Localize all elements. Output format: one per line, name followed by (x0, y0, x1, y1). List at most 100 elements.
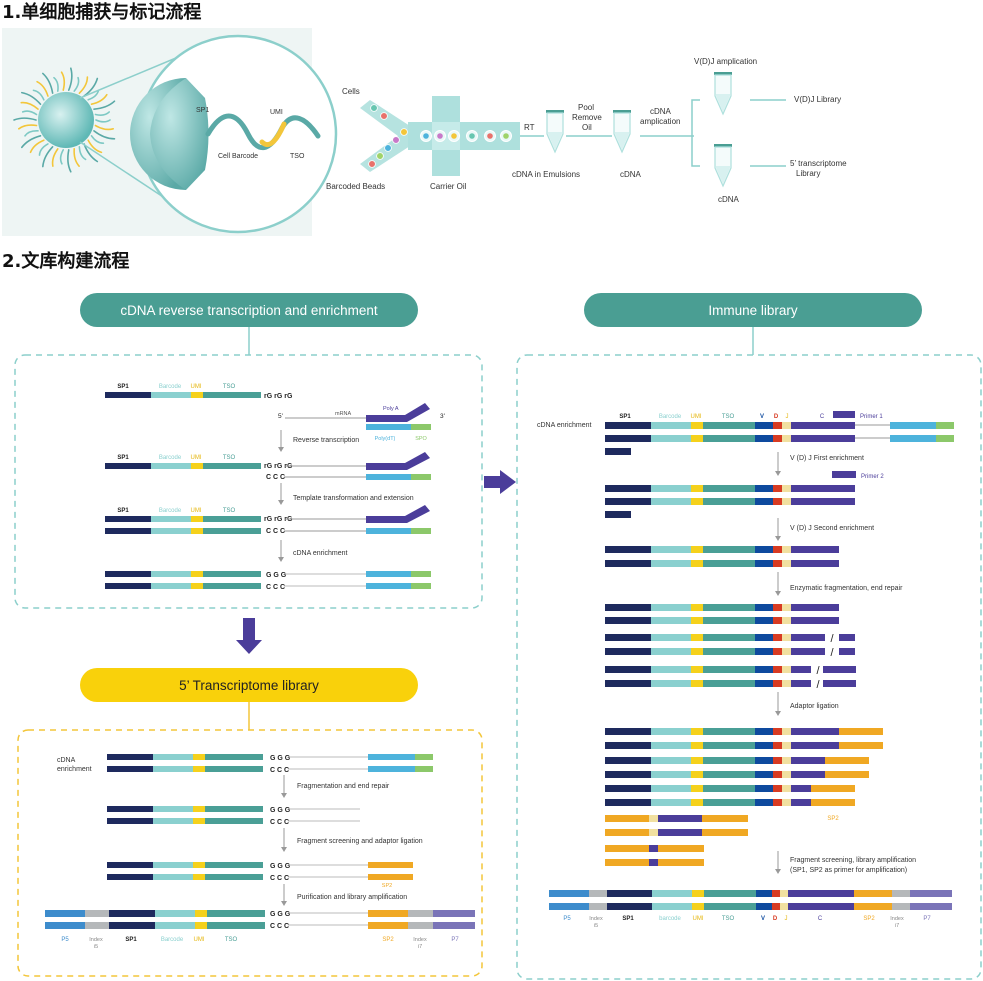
tso-segment (203, 528, 261, 534)
j-segment (782, 757, 791, 764)
index-i5-segment (85, 910, 109, 917)
rg-label: rG rG rG (264, 516, 293, 523)
cells-label: Cells (342, 87, 360, 96)
c-label: C (820, 414, 825, 420)
p7-segment (910, 903, 952, 910)
sp1-segment (105, 528, 151, 534)
umi-segment (193, 862, 205, 868)
c-segment (658, 829, 702, 836)
polydt-label: Poly(dT) (375, 436, 396, 442)
cdna-bottom-label: cDNA (718, 195, 740, 204)
antenna (36, 80, 49, 97)
amplication-label: amplication (640, 117, 680, 126)
c-segment (791, 648, 825, 655)
barcode-segment (651, 648, 691, 655)
index-i7-segment (408, 922, 433, 929)
j-segment (782, 617, 791, 624)
umi-segment (191, 463, 203, 469)
j-segment (782, 634, 791, 641)
d-label: D (774, 414, 779, 420)
sp1-label: SP1 (196, 107, 209, 114)
sp2-segment (605, 829, 649, 836)
barcode-segment (153, 862, 193, 868)
p5-segment (549, 890, 589, 897)
j-label: J (785, 916, 788, 922)
spo-segment (411, 583, 431, 589)
sp2-segment (811, 785, 855, 792)
v-segment (755, 485, 773, 492)
step-label: Enzymatic fragmentation, end repair (790, 585, 903, 592)
step-label: V (D) J First enrichment (790, 455, 864, 462)
v-segment (755, 634, 773, 641)
blue-segment (890, 435, 936, 442)
antenna (24, 130, 39, 137)
tso-segment (703, 742, 755, 749)
sp2-segment (839, 742, 883, 749)
right-header-pill (584, 293, 922, 327)
umi-segment (691, 785, 703, 792)
sp1-segment (107, 874, 153, 880)
sp1-segment (107, 754, 153, 760)
d-segment (773, 498, 782, 505)
step-label: Reverse transcription (293, 437, 359, 444)
tube-cap (714, 144, 732, 147)
antenna (42, 146, 54, 168)
p7-segment (433, 922, 475, 929)
umi-segment (195, 922, 207, 929)
index-i7-segment (892, 903, 910, 910)
c-segment (791, 799, 811, 806)
mid-header: 5’ Transcriptome library (179, 678, 319, 693)
spo-segment (411, 474, 431, 480)
umi-segment (193, 754, 205, 760)
barcode-segment (651, 435, 691, 442)
tso-label: TSO (722, 916, 735, 922)
v-segment (755, 785, 773, 792)
c-fragment (823, 666, 856, 673)
umi-segment (691, 617, 703, 624)
d-segment (773, 742, 782, 749)
sp2-segment (825, 771, 869, 778)
polydt-segment (366, 583, 411, 589)
barcode-segment (153, 806, 193, 812)
tso-segment (703, 666, 755, 673)
left-panel (14, 354, 483, 609)
barcode-segment (153, 874, 193, 880)
barcode-segment (151, 583, 191, 589)
umi-segment (691, 604, 703, 611)
umi-label: UMI (191, 384, 202, 390)
tube-liquid (615, 132, 629, 150)
j-segment (782, 560, 791, 567)
tso-segment (703, 648, 755, 655)
j-segment (782, 728, 791, 735)
index-i5-segment (589, 903, 607, 910)
p7-segment (433, 910, 475, 917)
right-header: Immune library (708, 303, 798, 318)
c-fragment (839, 648, 855, 655)
sp2-segment (702, 815, 748, 822)
step-label: Purification and library amplification (297, 894, 407, 901)
right-arrow (484, 470, 516, 494)
barcode-label: Barcode (159, 384, 182, 390)
v-segment (755, 435, 773, 442)
antenna (95, 119, 111, 123)
tube-liquid (548, 132, 562, 150)
v-segment (755, 617, 773, 624)
section1-title: 1.单细胞捕获与标记流程 (2, 1, 201, 23)
vdj-amp-label: V(D)J amplication (694, 57, 757, 66)
tube-liquid (716, 94, 730, 112)
ccc-label: C C C (270, 767, 289, 774)
tso-label: TSO (223, 508, 236, 514)
barcode-segment (151, 528, 191, 534)
c-segment (791, 666, 811, 673)
barcode-label: Barcode (161, 937, 184, 943)
sp1-segment (605, 604, 651, 611)
tso-segment (703, 728, 755, 735)
umi-segment (191, 392, 203, 398)
tso-segment (703, 634, 755, 641)
d-segment (773, 648, 782, 655)
bead (384, 144, 392, 152)
sp2-segment (658, 845, 704, 852)
antenna (87, 139, 103, 154)
